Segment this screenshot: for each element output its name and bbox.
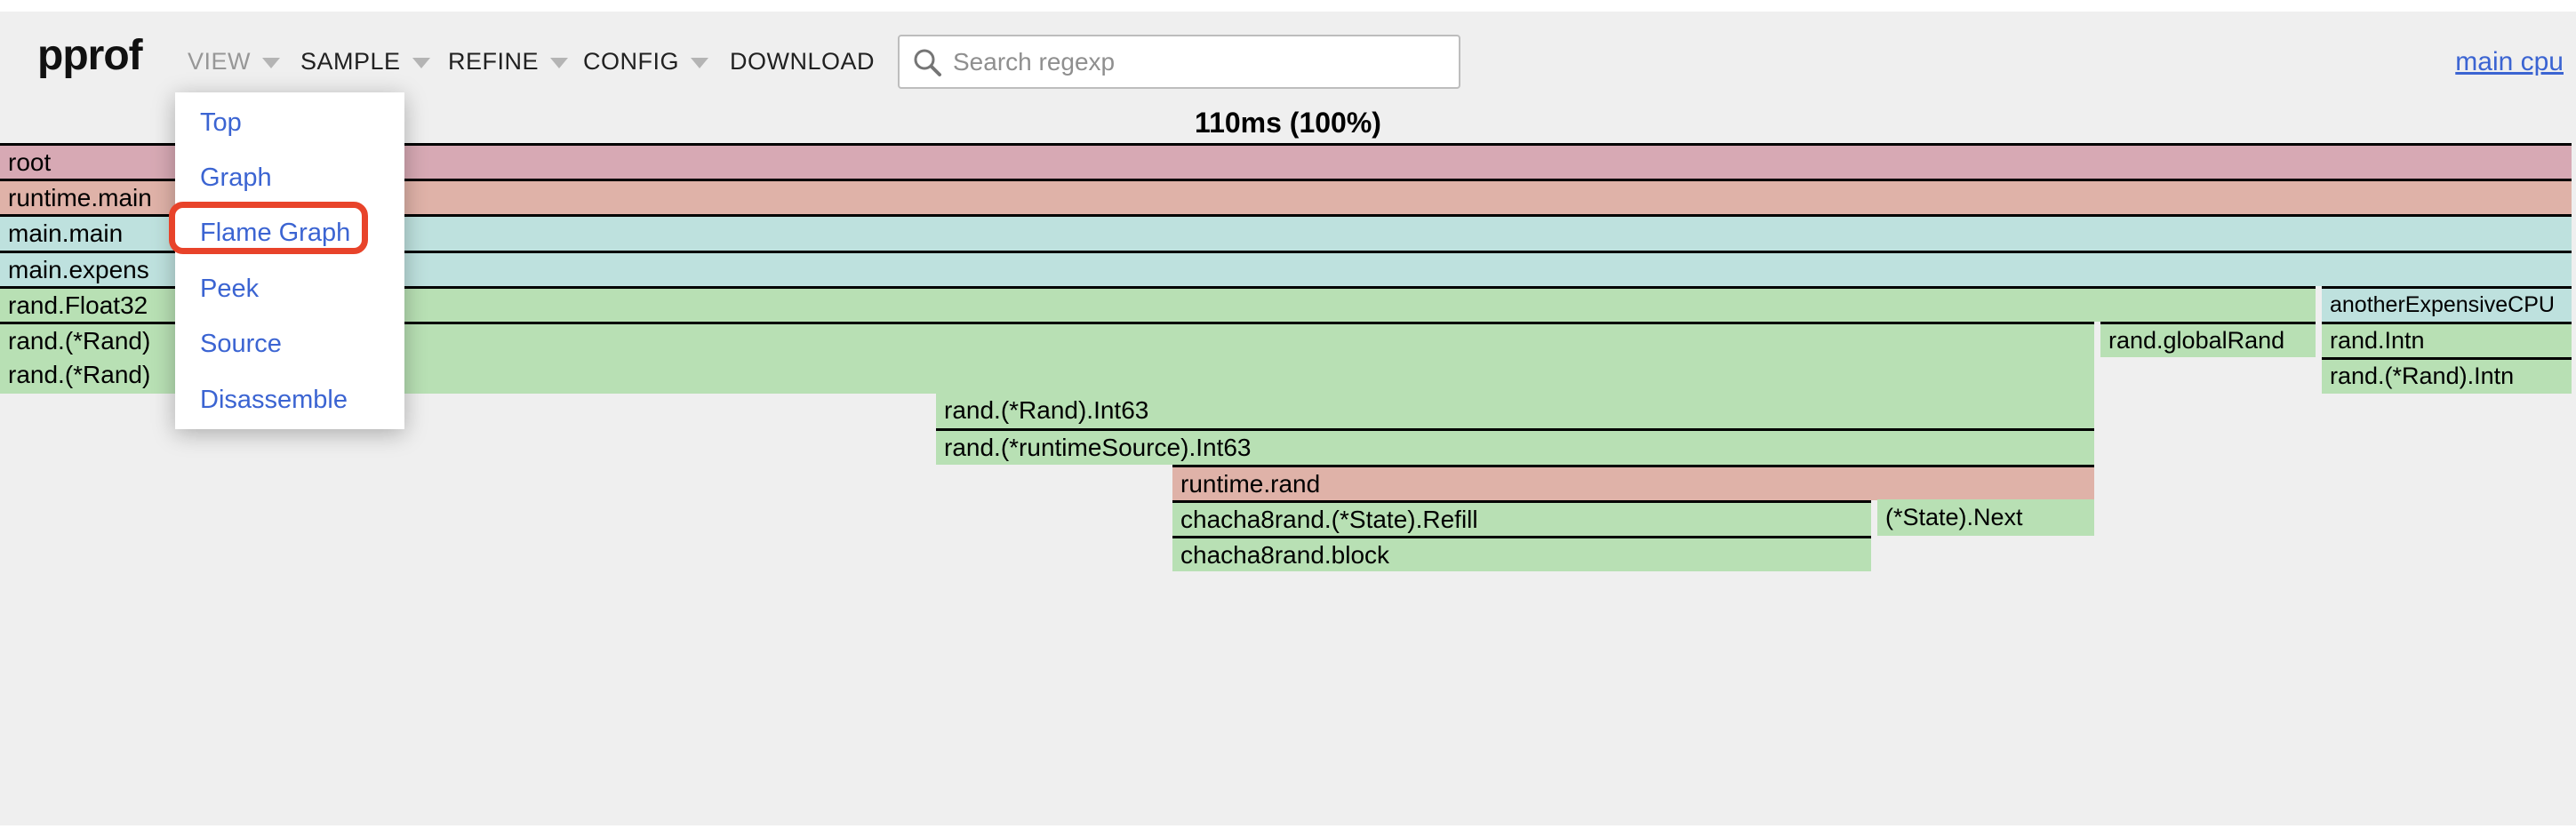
flame-frame-label: rand.(*Rand) <box>8 361 151 388</box>
flame-frame-label: rand.(*Rand).Int63 <box>944 396 1149 425</box>
flamegraph-total-label: 110ms (100%) <box>1195 107 1381 139</box>
chevron-down-icon <box>412 58 430 68</box>
flame-frame-label: chacha8rand.block <box>1180 540 1390 569</box>
menu-label: DOWNLOAD <box>730 48 876 75</box>
flame-frame[interactable]: (*State).Next <box>1877 498 2094 537</box>
pprof-app: pprof VIEW SAMPLE REFINE CONFIG DOWNLOAD mai… <box>0 12 2576 825</box>
flame-frame-label: rand.(*runtimeSource).Int63 <box>944 434 1252 462</box>
flame-frame-label: chacha8rand.(*State).Refill <box>1180 505 1478 533</box>
flame-frame[interactable]: chacha8rand.(*State).Refill <box>1172 499 1871 537</box>
pprof-logo: pprof <box>37 32 143 79</box>
menu-config[interactable]: CONFIG <box>583 48 708 76</box>
flame-frame-label: rand.Float32 <box>8 291 148 319</box>
flame-frame-label: rand.Intn <box>2330 326 2425 354</box>
flame-frame[interactable]: runtime.rand <box>1172 464 2094 501</box>
view-menu-item-top[interactable]: Top <box>200 108 242 137</box>
menu-label: SAMPLE <box>300 48 401 75</box>
flame-frame[interactable]: rand.globalRand <box>2100 321 2316 358</box>
flame-frame[interactable]: main.main <box>0 214 2572 251</box>
profile-name-link[interactable]: main cpu <box>2455 47 2564 76</box>
menu-download[interactable]: DOWNLOAD <box>730 48 875 76</box>
flame-frame[interactable]: runtime.main <box>0 179 2572 215</box>
flame-frame[interactable]: rand.Intn <box>2322 321 2572 358</box>
flame-frame[interactable]: root <box>0 143 2572 179</box>
flame-frame-label: root <box>8 148 52 176</box>
flame-frame-label: rand.(*Rand) <box>8 326 151 355</box>
flame-frame[interactable]: rand.(*Rand).Intn <box>2322 357 2572 394</box>
menu-label: CONFIG <box>583 48 679 75</box>
flame-frame-label: runtime.main <box>8 184 152 212</box>
menu-label: VIEW <box>188 48 252 75</box>
chevron-down-icon <box>691 58 708 68</box>
search-input[interactable] <box>953 47 1415 76</box>
menu-sample[interactable]: SAMPLE <box>300 48 430 76</box>
flame-frame-label: main.main <box>8 219 124 248</box>
view-menu-item-disassemble[interactable]: Disassemble <box>200 385 348 414</box>
flame-frame[interactable]: chacha8rand.block <box>1172 535 1871 572</box>
chevron-down-icon <box>550 58 569 68</box>
view-menu-item-graph[interactable]: Graph <box>200 163 272 192</box>
flame-frame[interactable]: main.expens <box>0 250 2572 287</box>
view-menu-item-source[interactable]: Source <box>200 330 282 359</box>
view-menu-item-peek[interactable]: Peek <box>200 274 260 303</box>
flame-frame-label: anotherExpensiveCPU <box>2330 291 2555 317</box>
flame-frame[interactable]: anotherExpensiveCPU <box>2322 285 2572 323</box>
flame-frame[interactable]: rand.(*Rand).Int63 <box>936 392 2094 429</box>
flame-frame-label: rand.(*Rand).Intn <box>2330 363 2515 389</box>
flame-frame-label: (*State).Next <box>1885 503 2023 530</box>
view-menu-item-flame-graph[interactable]: Flame Graph <box>200 219 351 248</box>
menu-label: REFINE <box>448 48 540 75</box>
flame-frame-label: rand.globalRand <box>2108 326 2285 354</box>
chevron-down-icon <box>262 58 281 68</box>
search-icon <box>914 49 941 76</box>
menu-refine[interactable]: REFINE <box>448 48 569 76</box>
menu-view[interactable]: VIEW <box>188 48 281 76</box>
search-box <box>898 35 1460 89</box>
flame-frame[interactable]: rand.(*runtimeSource).Int63 <box>936 428 2094 465</box>
flame-frame-label: runtime.rand <box>1180 469 1321 498</box>
flame-frame-label: main.expens <box>8 255 149 283</box>
